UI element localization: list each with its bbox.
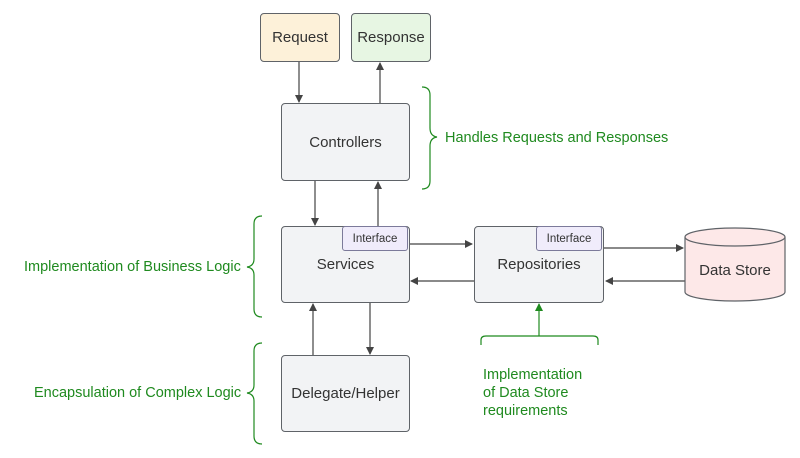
bracket-controllers <box>421 86 438 190</box>
annotation-repositories-line-1: Implementation <box>483 367 583 383</box>
request-node[interactable]: Request <box>260 13 340 62</box>
controllers-node[interactable]: Controllers <box>281 103 410 181</box>
data-store-label: Data Store <box>699 261 771 279</box>
bracket-repositories <box>480 335 599 345</box>
request-label: Request <box>272 29 328 46</box>
services-interface[interactable]: Interface <box>342 226 408 251</box>
annotation-controllers: Handles Requests and Responses <box>445 130 669 146</box>
bracket-services <box>246 215 263 318</box>
bracket-delegate <box>246 342 263 445</box>
services-label: Services <box>316 256 375 273</box>
services-interface-label: Interface <box>352 232 398 245</box>
annotation-repositories: Implementation of Data Store requirement… <box>483 366 582 420</box>
data-store-node[interactable]: Data Store <box>685 250 785 290</box>
annotation-services: Implementation of Business Logic <box>24 259 241 275</box>
annotation-delegate: Encapsulation of Complex Logic <box>34 385 242 401</box>
repositories-interface[interactable]: Interface <box>536 226 602 251</box>
delegate-helper-node[interactable]: Delegate/Helper <box>281 355 410 432</box>
data-store-cylinder <box>684 227 786 302</box>
repositories-interface-label: Interface <box>546 232 592 245</box>
annotation-repositories-line-2: of Data Store <box>483 385 569 401</box>
annotation-repositories-line-3: requirements <box>483 403 568 419</box>
controllers-label: Controllers <box>309 133 382 151</box>
delegate-helper-label: Delegate/Helper <box>291 385 400 402</box>
repositories-label: Repositories <box>497 256 581 273</box>
response-label: Response <box>357 29 425 46</box>
response-node[interactable]: Response <box>351 13 431 62</box>
